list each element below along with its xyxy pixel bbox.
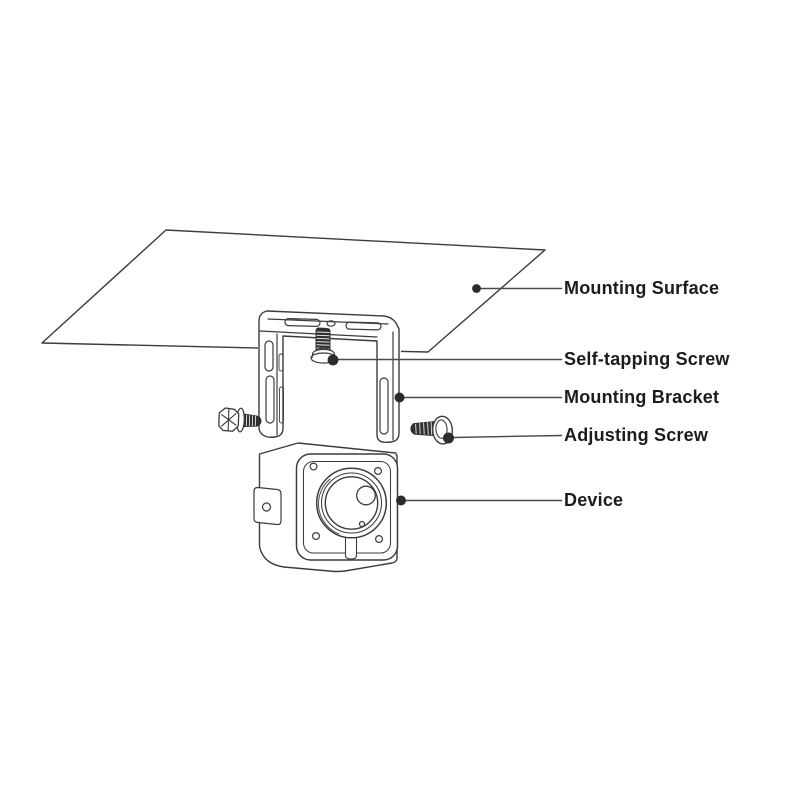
device-drawing <box>253 442 399 573</box>
leader-dots <box>327 284 481 506</box>
label-device: Device <box>564 490 624 510</box>
label-mounting-bracket: Mounting Bracket <box>564 387 720 407</box>
adjusting-screw-left-drawing <box>218 407 262 433</box>
dot-mounting-bracket <box>394 392 405 403</box>
leader-lines <box>337 287 563 502</box>
leader-adjusting-screw <box>452 434 563 439</box>
label-mounting-surface: Mounting Surface <box>564 278 720 298</box>
mounting-bracket-drawing <box>258 306 401 446</box>
dot-adjusting-screw <box>443 432 454 444</box>
dot-self-tapping-screw <box>327 354 339 366</box>
dot-mounting-surface <box>472 284 481 293</box>
dot-device <box>396 495 406 506</box>
label-adjusting-screw: Adjusting Screw <box>564 425 709 445</box>
label-self-tapping-screw: Self-tapping Screw <box>564 349 730 369</box>
mounting-surface-drawing <box>41 229 546 353</box>
